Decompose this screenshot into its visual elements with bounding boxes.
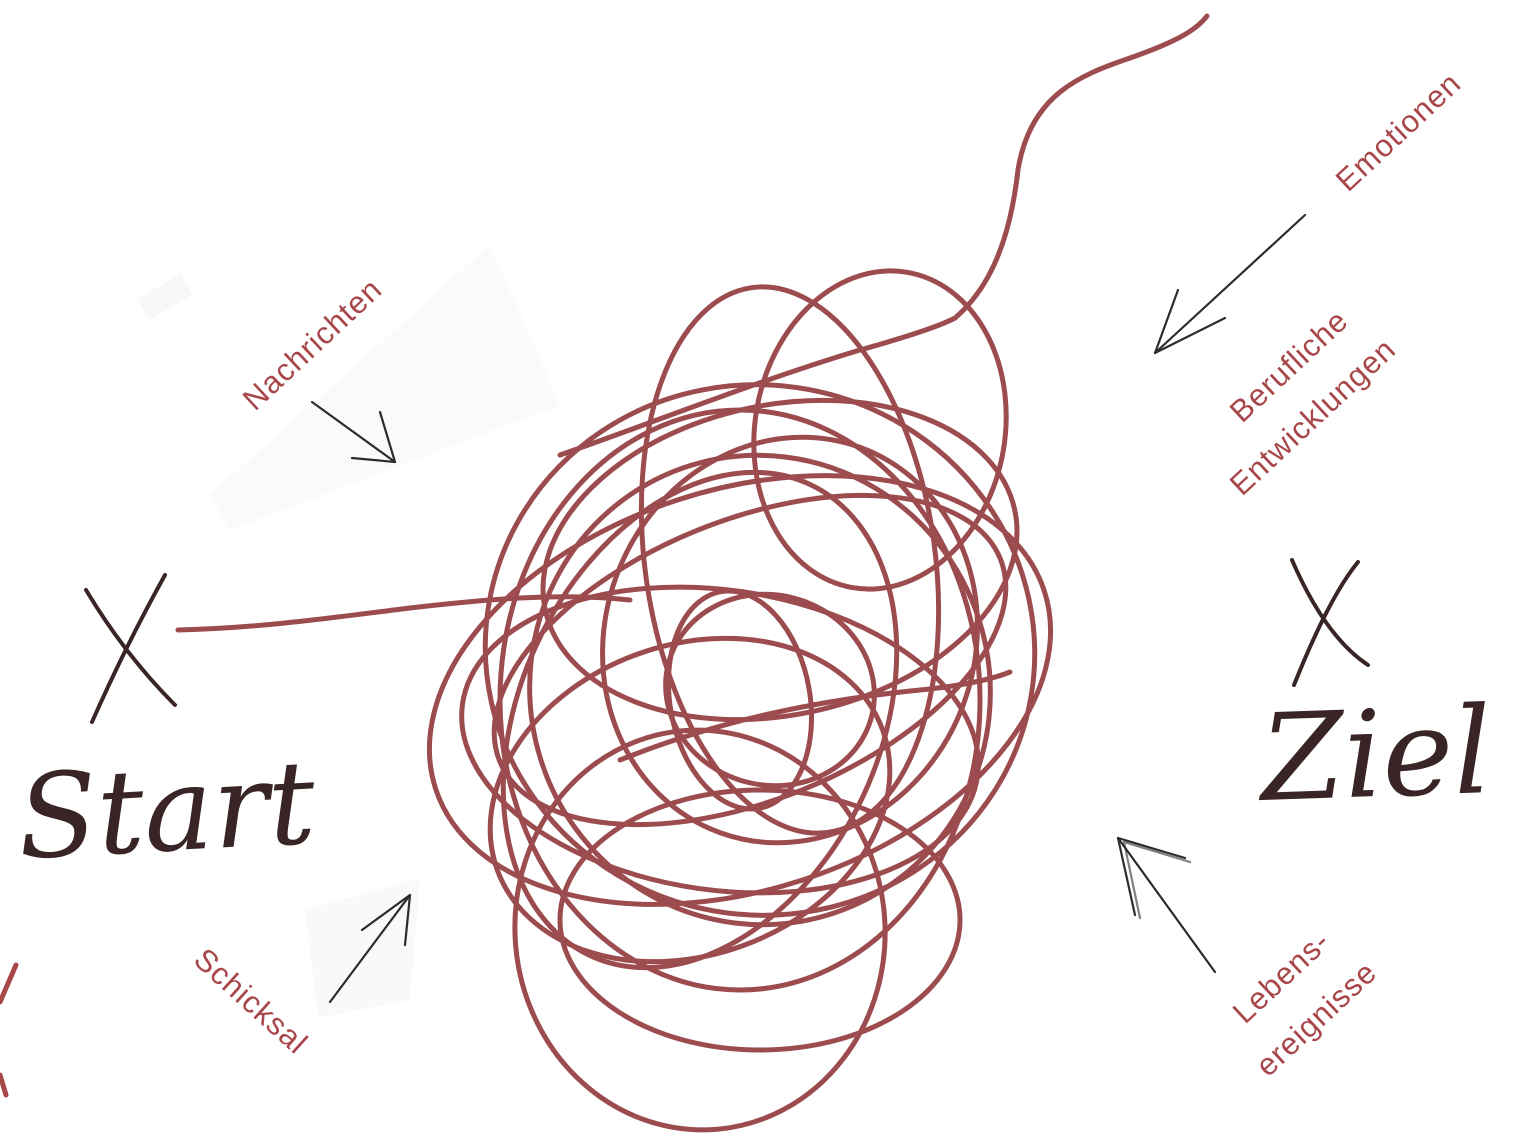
start-label: Start [14,736,318,886]
label-fate: Schicksal [187,941,314,1061]
goal-marker: X Ziel [1254,560,1494,829]
loop [560,790,960,1050]
label-emotions: Emotionen [1329,65,1468,198]
loop [443,341,1077,958]
arrow-emotions [1155,215,1305,353]
loop [447,429,1053,891]
loop [608,267,972,852]
goal-x-letter: X [1330,619,1331,621]
arrow-life-events [1118,838,1215,972]
goal-x-mark [1292,560,1368,685]
path-end-segment [955,16,1207,318]
start-x-letter: X [130,649,131,651]
start-x-mark [86,575,175,722]
goal-label: Ziel [1254,682,1494,829]
start-marker: X Start [14,575,318,886]
edge-stroke [0,965,16,1095]
